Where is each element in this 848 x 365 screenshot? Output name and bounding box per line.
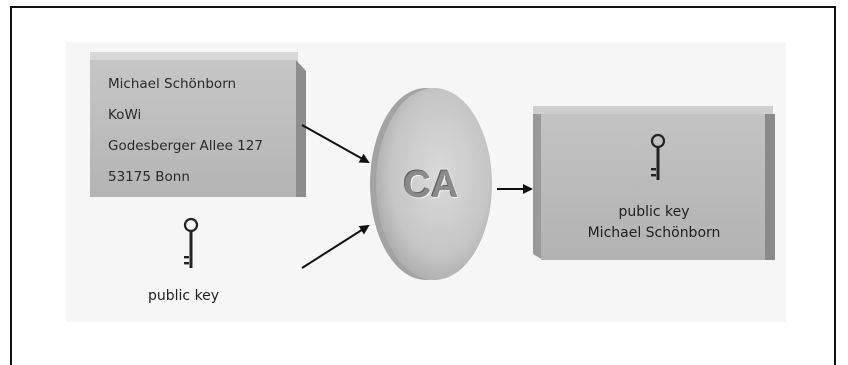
address-street: Godesberger Allee 127 [108, 138, 263, 154]
certificate-right-face [765, 114, 775, 260]
arrow-icon [301, 224, 370, 269]
certificate-box: public key Michael Schönborn [533, 106, 779, 260]
certificate-left-face [533, 114, 543, 260]
address-name: Michael Schönborn [108, 76, 237, 92]
certificate-line-1: public key [618, 204, 690, 220]
address-card-box: Michael Schönborn KoWi Godesberger Allee… [90, 52, 310, 197]
ca-disc: CA [368, 86, 494, 282]
ca-disc-shape [370, 88, 492, 280]
figure-frame [10, 6, 836, 365]
address-card-side-face [296, 60, 306, 197]
arrow-icon [301, 124, 370, 163]
certificate-front-face [541, 114, 767, 260]
key-icon [183, 217, 199, 268]
key-icon [650, 133, 666, 180]
address-city: 53175 Bonn [108, 169, 190, 185]
address-card-front-face [90, 60, 296, 197]
certificate-line-2: Michael Schönborn [587, 225, 721, 241]
address-organization: KoWi [108, 107, 142, 123]
public-key-label: public key [148, 288, 220, 304]
ca-label: CA [403, 164, 459, 206]
